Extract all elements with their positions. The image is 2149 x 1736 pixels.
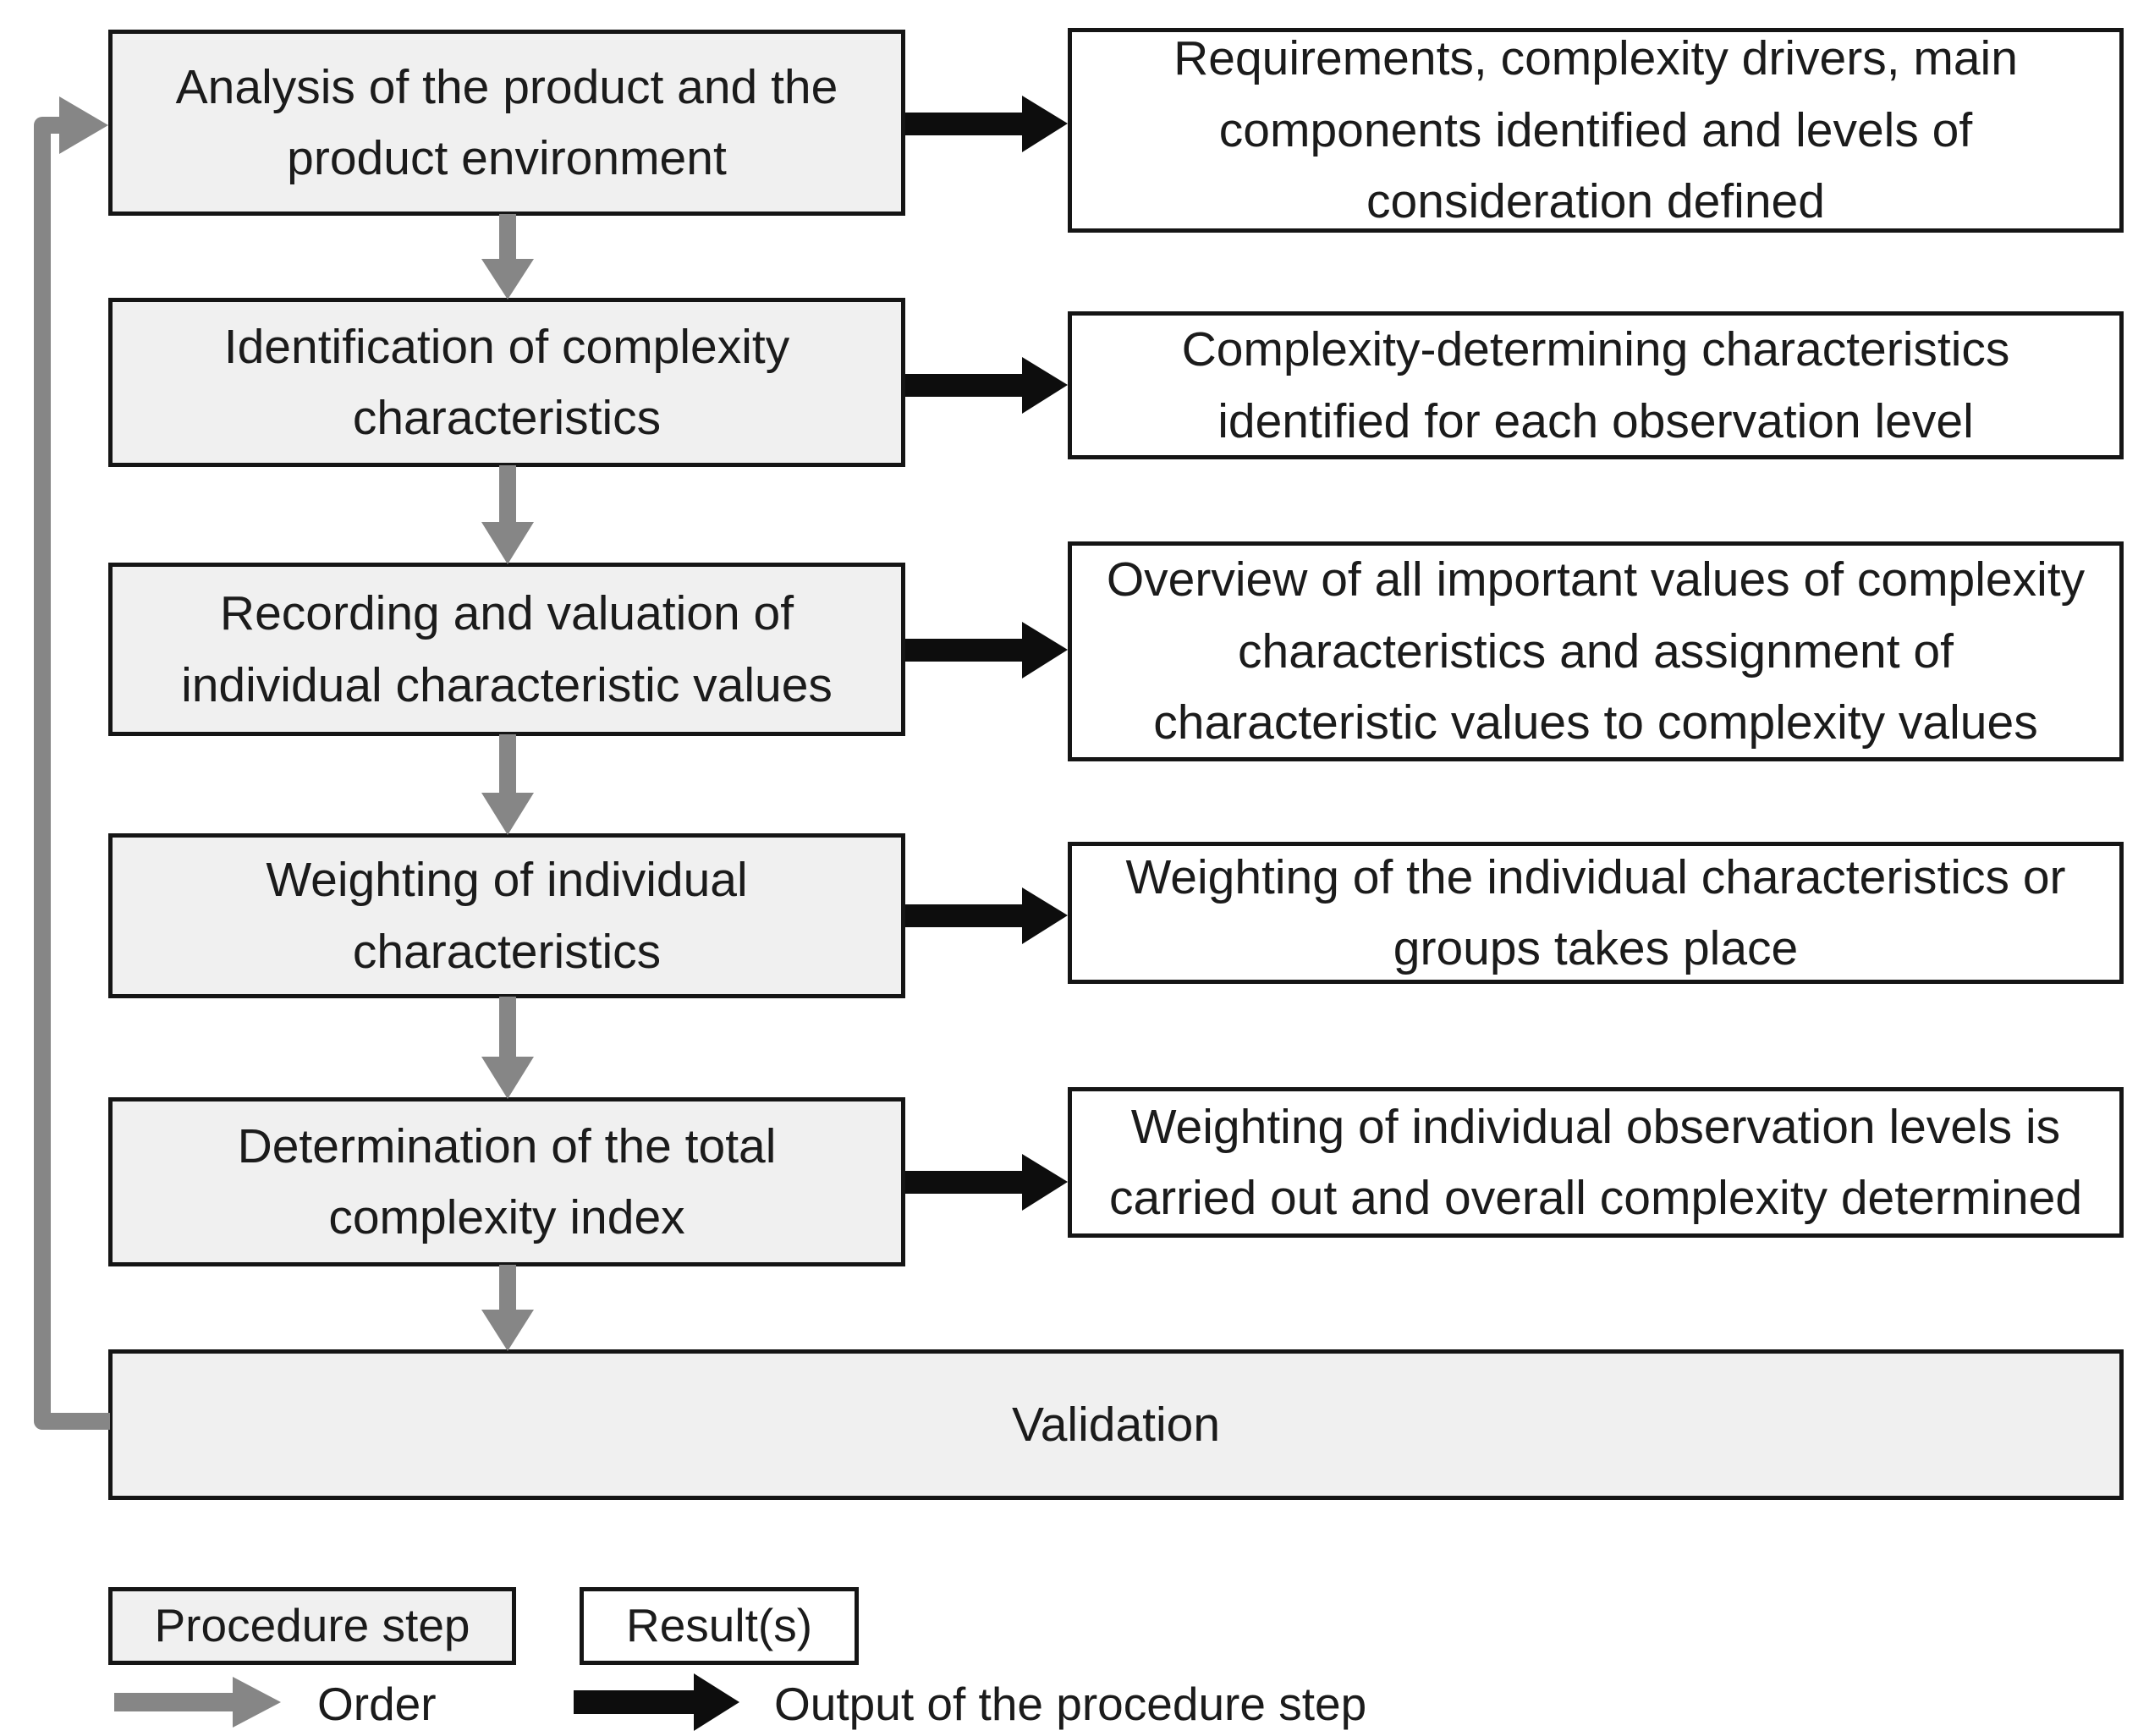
procedure-step-box-1: Analysis of the product and the product …: [108, 30, 905, 216]
legend-order-arrow-icon: [114, 1677, 281, 1728]
output-arrow-icon-4: [905, 887, 1068, 944]
legend-result-label: Result(s): [625, 1599, 813, 1652]
validation-label: Validation: [1011, 1397, 1221, 1452]
legend-procedure-step-label: Procedure step: [154, 1599, 470, 1652]
procedure-step-box-4: Weighting of individual characteristics: [108, 833, 905, 998]
legend-procedure-step-box: Procedure step: [108, 1587, 516, 1665]
procedure-step-label-5: Determination of the total complexity in…: [237, 1118, 777, 1244]
legend-output-label: Output of the procedure step: [774, 1678, 1367, 1730]
order-arrow-icon-3: [481, 734, 534, 835]
procedure-step-label-1: Analysis of the product and the product …: [175, 59, 838, 185]
result-label-5: Weighting of individual observation leve…: [1108, 1099, 2083, 1225]
result-box-5: Weighting of individual observation leve…: [1068, 1087, 2124, 1238]
procedure-step-box-5: Determination of the total complexity in…: [108, 1097, 905, 1266]
procedure-step-label-4: Weighting of individual characteristics: [266, 853, 748, 979]
procedure-step-label-3: Recording and valuation of individual ch…: [181, 586, 833, 712]
result-box-3: Overview of all important values of comp…: [1068, 541, 2124, 761]
legend-output-arrow-icon: [574, 1673, 739, 1731]
order-arrow-icon-2: [481, 465, 534, 564]
procedure-step-box-2: Identification of complexity characteris…: [108, 298, 905, 467]
order-arrow-icon-4: [481, 997, 534, 1099]
output-arrow-icon-1: [905, 96, 1068, 152]
output-arrow-icon-3: [905, 622, 1068, 678]
order-arrow-icon-5: [481, 1265, 534, 1351]
procedure-step-box-3: Recording and valuation of individual ch…: [108, 563, 905, 736]
result-box-4: Weighting of the individual characterist…: [1068, 842, 2124, 984]
result-label-3: Overview of all important values of comp…: [1106, 552, 2086, 750]
validation-box: Validation: [108, 1349, 2124, 1500]
procedure-step-label-2: Identification of complexity characteris…: [223, 319, 790, 445]
result-label-4: Weighting of the individual characterist…: [1125, 849, 2066, 975]
legend-result-box: Result(s): [580, 1587, 859, 1665]
validation-feedback-arrow-icon: [34, 96, 110, 1430]
output-arrow-icon-5: [905, 1154, 1068, 1211]
order-arrow-icon-1: [481, 214, 534, 299]
result-box-1: Requirements, complexity drivers, main c…: [1068, 28, 2124, 233]
legend-order-label: Order: [317, 1678, 437, 1730]
result-label-2: Complexity-determining characteristics i…: [1181, 322, 2010, 448]
output-arrow-icon-2: [905, 357, 1068, 414]
result-box-2: Complexity-determining characteristics i…: [1068, 311, 2124, 459]
result-label-1: Requirements, complexity drivers, main c…: [1173, 31, 2018, 229]
